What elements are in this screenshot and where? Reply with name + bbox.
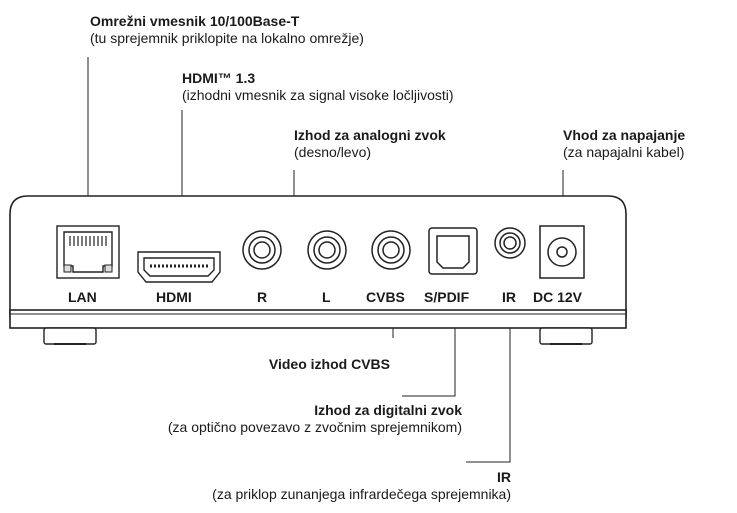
callout-ir: IR (za priklop zunanjega infrardečega sp… (212, 469, 511, 503)
rca-cvbs-port (371, 230, 411, 270)
callout-analog-title: Izhod za analogni zvok (294, 127, 446, 143)
callout-hdmi: HDMI™ 1.3 (izhodni vmesnik za signal vis… (182, 70, 454, 104)
leader-line-digital (402, 300, 456, 397)
port-label-l: L (322, 289, 331, 305)
callout-analog-desc: (desno/levo) (294, 144, 372, 160)
callout-lan: Omrežni vmesnik 10/100Base-T (tu sprejem… (90, 13, 364, 47)
callout-digital-title: Izhod za digitalni zvok (314, 402, 462, 418)
callout-ir-title: IR (497, 469, 511, 485)
callout-cvbs-title: Video izhod CVBS (268, 356, 390, 372)
port-label-r: R (257, 289, 268, 305)
callout-power-title: Vhod za napajanje (563, 127, 686, 143)
lan-port (56, 225, 120, 279)
callout-digital: Izhod za digitalni zvok (za optično pove… (168, 402, 462, 436)
port-label-lan: LAN (68, 289, 97, 305)
callout-power: Vhod za napajanje (za napajalni kabel) (563, 127, 685, 161)
callout-lan-desc: (tu sprejemnik priklopite na lokalno omr… (90, 30, 364, 46)
ir-port (494, 227, 526, 259)
port-label-dc-12v: DC 12V (533, 289, 583, 305)
foot-left (43, 327, 97, 345)
hdmi-port (137, 251, 221, 283)
callout-hdmi-desc: (izhodni vmesnik za signal visoke ločlji… (182, 87, 454, 103)
rca-l-port (307, 230, 347, 270)
callout-analog: Izhod za analogni zvok (desno/levo) (294, 127, 446, 161)
callout-digital-desc: (za optično povezavo z zvočnim sprejemni… (167, 419, 462, 435)
callout-hdmi-title: HDMI™ 1.3 (182, 70, 256, 86)
callout-lan-title: Omrežni vmesnik 10/100Base-T (90, 13, 300, 29)
port-label-cvbs: CVBS (366, 289, 405, 305)
callout-ir-desc: (za priklop zunanjega infrardečega sprej… (212, 486, 511, 502)
leader-line-ir (466, 300, 511, 463)
port-label-spdif: S/PDIF (424, 289, 470, 305)
port-label-hdmi: HDMI (156, 289, 192, 305)
callout-cvbs: Video izhod CVBS (269, 356, 390, 373)
foot-right (539, 327, 593, 345)
device-base (9, 309, 627, 329)
dc-12v-port (539, 225, 585, 279)
port-label-ir: IR (502, 289, 516, 305)
spdif-port (428, 227, 478, 275)
callout-power-desc: (za napajalni kabel) (563, 144, 685, 160)
rca-r-port (242, 230, 282, 270)
